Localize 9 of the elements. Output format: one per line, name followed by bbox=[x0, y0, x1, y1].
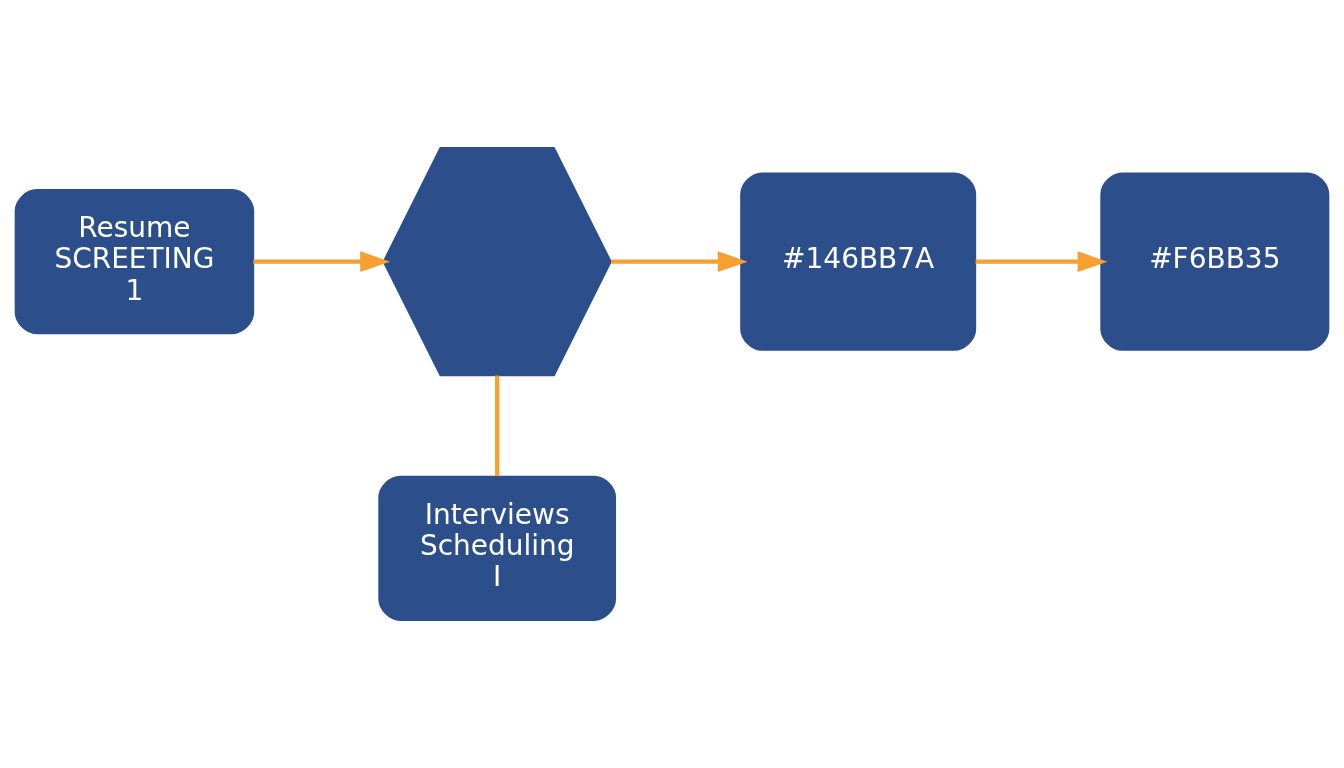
arrow bbox=[975, 251, 1108, 273]
node-box: Resume SCREETING 1 bbox=[14, 189, 255, 335]
node-box: Interviews Scheduling I bbox=[378, 475, 617, 621]
node-box: #F6BB35 bbox=[1100, 172, 1330, 351]
arrow bbox=[611, 251, 748, 273]
connector bbox=[495, 375, 500, 477]
node-hexagon bbox=[382, 147, 612, 377]
node-box: #146BB7A bbox=[740, 172, 977, 351]
arrow bbox=[253, 251, 390, 273]
